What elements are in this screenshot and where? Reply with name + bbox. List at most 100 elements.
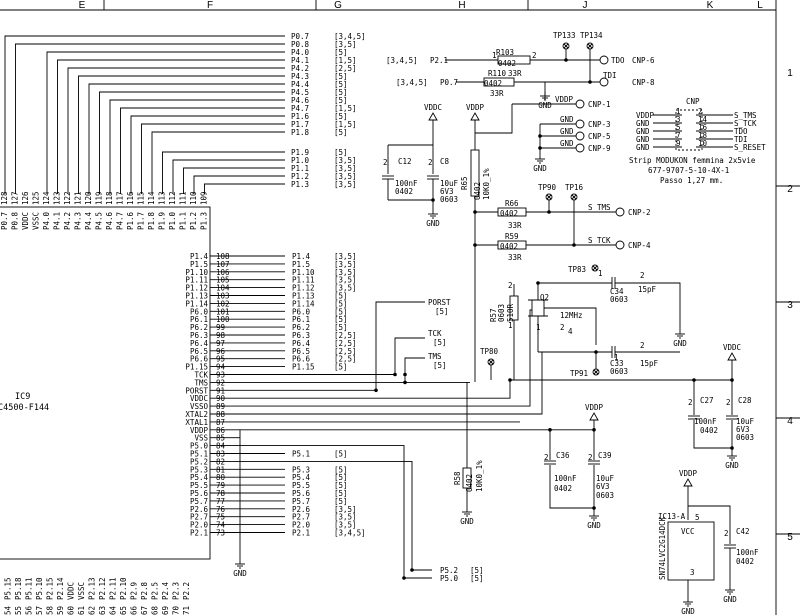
- pin-name: PORST: [185, 386, 208, 395]
- power-arrow: [727, 352, 737, 361]
- n1-label: 1: [536, 323, 541, 332]
- net-label: P6.6: [292, 355, 311, 364]
- pin-number: 2: [544, 453, 549, 462]
- bottom-pin-number: 69: [161, 606, 170, 615]
- cnp2-label: CNP-2: [628, 208, 651, 217]
- net-label: P2.6: [292, 505, 311, 514]
- bottom-pin-name: P2.5: [151, 582, 160, 600]
- net-pages: [5]: [334, 450, 348, 459]
- tck-label: TCK: [428, 329, 442, 338]
- top-pin-name: P1.3: [200, 212, 209, 230]
- top-pin-number: 116: [126, 191, 135, 205]
- power-arrow: [428, 112, 438, 121]
- net-pages: [3,5]: [334, 180, 357, 189]
- top-pin-number: 112: [168, 191, 177, 205]
- net-label: P5.7: [292, 497, 310, 506]
- wire: [88, 83, 285, 194]
- net-pages: [5]: [334, 292, 348, 301]
- bottom-pin-name: P2.9: [130, 582, 139, 600]
- v6v3-label: 6V3: [736, 425, 750, 434]
- pkg0402-label: 0402: [554, 484, 572, 493]
- s-reset-label: S_RESET: [734, 143, 766, 152]
- wire: [57, 59, 285, 194]
- top-pin-name: P1.8: [147, 211, 156, 230]
- row-number: 4: [787, 416, 793, 427]
- top-pin-number: 122: [63, 191, 72, 205]
- pin-name: P5.2: [190, 457, 208, 466]
- pin-number: 80: [216, 473, 226, 482]
- net-label: P4.2: [291, 64, 309, 73]
- pin-name: P5.6: [190, 489, 209, 498]
- pin-number: 2: [383, 158, 388, 167]
- gnd-label: GND: [636, 119, 650, 128]
- row-number: 1: [787, 68, 793, 79]
- wire: [375, 301, 425, 391]
- bottom-pin-number: 59: [56, 606, 65, 615]
- p21-label: P2.1: [430, 56, 448, 65]
- cnp9-label: CNP-9: [588, 144, 611, 153]
- junction-dot: [402, 576, 406, 580]
- top-pin-number: 117: [116, 191, 125, 205]
- bottom-pin-number: 63: [98, 606, 107, 615]
- pin-number: 100: [216, 315, 230, 324]
- n2-label: 2: [560, 323, 565, 332]
- junction-dot: [564, 58, 568, 62]
- connector-terminal: [575, 131, 585, 141]
- bottom-pin-number: 68: [151, 605, 160, 615]
- bottom-pin-name: VDDC: [67, 582, 76, 600]
- net-pages: [5]: [334, 481, 348, 490]
- bottom-pin-name: P2.8: [140, 581, 149, 600]
- pin-number: 96: [216, 347, 226, 356]
- pin-name: P2.6: [190, 505, 209, 514]
- n10-label: 10: [698, 139, 708, 148]
- top-pin-number: 124: [42, 191, 51, 205]
- bottom-pin-number: 55: [14, 606, 23, 615]
- pin-number: 83: [216, 450, 225, 459]
- junction-dot: [730, 446, 734, 450]
- p52-pages-label: [5]: [470, 566, 484, 575]
- wire: [46, 51, 285, 194]
- pin-name: P5.5: [190, 481, 208, 490]
- net-pages: [1,5]: [334, 56, 357, 65]
- net-label: P1.4: [292, 252, 311, 261]
- v10uf-label: 10uF: [440, 179, 459, 188]
- connector-terminal: [575, 99, 585, 109]
- pin-name: P1.4: [190, 252, 209, 261]
- pin-name: P1.12: [185, 284, 208, 293]
- top-pin-number: 110: [189, 191, 198, 205]
- bottom-pin-number: 62: [88, 606, 97, 615]
- r58-label: R58: [453, 471, 462, 485]
- pin-number: 73: [216, 529, 225, 538]
- p52-label: P5.2: [440, 566, 458, 575]
- pin-name: P2.7: [190, 513, 208, 522]
- net-pages: [5]: [334, 80, 348, 89]
- pin-name: XTAL2: [185, 410, 208, 419]
- pin-name: P1.15: [185, 363, 208, 372]
- c34-label: C34: [610, 287, 624, 296]
- tms-label: TMS: [428, 352, 442, 361]
- tms-pages-label: [5]: [433, 361, 447, 370]
- pkg0603-label: 0603: [610, 367, 628, 376]
- pin-name: P5.3: [190, 465, 208, 474]
- pin-number: 94: [216, 363, 226, 372]
- p07-label: P0.7: [440, 78, 458, 87]
- pkg0402-label: 0402: [500, 209, 518, 218]
- pin-number: 86: [216, 426, 226, 435]
- cnp-label: CNP: [686, 97, 700, 106]
- net-label: P4.0: [291, 48, 310, 57]
- tp90-label: TP90: [538, 183, 557, 192]
- wire: [151, 131, 285, 194]
- wire: [688, 505, 731, 544]
- top-pin-name: P4.2: [63, 212, 72, 230]
- pin-name: TCK: [194, 371, 208, 380]
- c42-label: C42: [736, 527, 750, 536]
- pkg0402-label: 0402: [736, 557, 754, 566]
- xtal-label: 12MHz: [560, 311, 583, 320]
- power-arrow: [470, 112, 480, 121]
- n5-label: 5: [695, 513, 700, 522]
- net-pages: [3,5]: [334, 268, 357, 277]
- bottom-pin-name: P5.11: [25, 577, 34, 600]
- r65-value: 10K0_1%: [482, 168, 491, 200]
- bottom-pin-number: 61: [77, 606, 86, 615]
